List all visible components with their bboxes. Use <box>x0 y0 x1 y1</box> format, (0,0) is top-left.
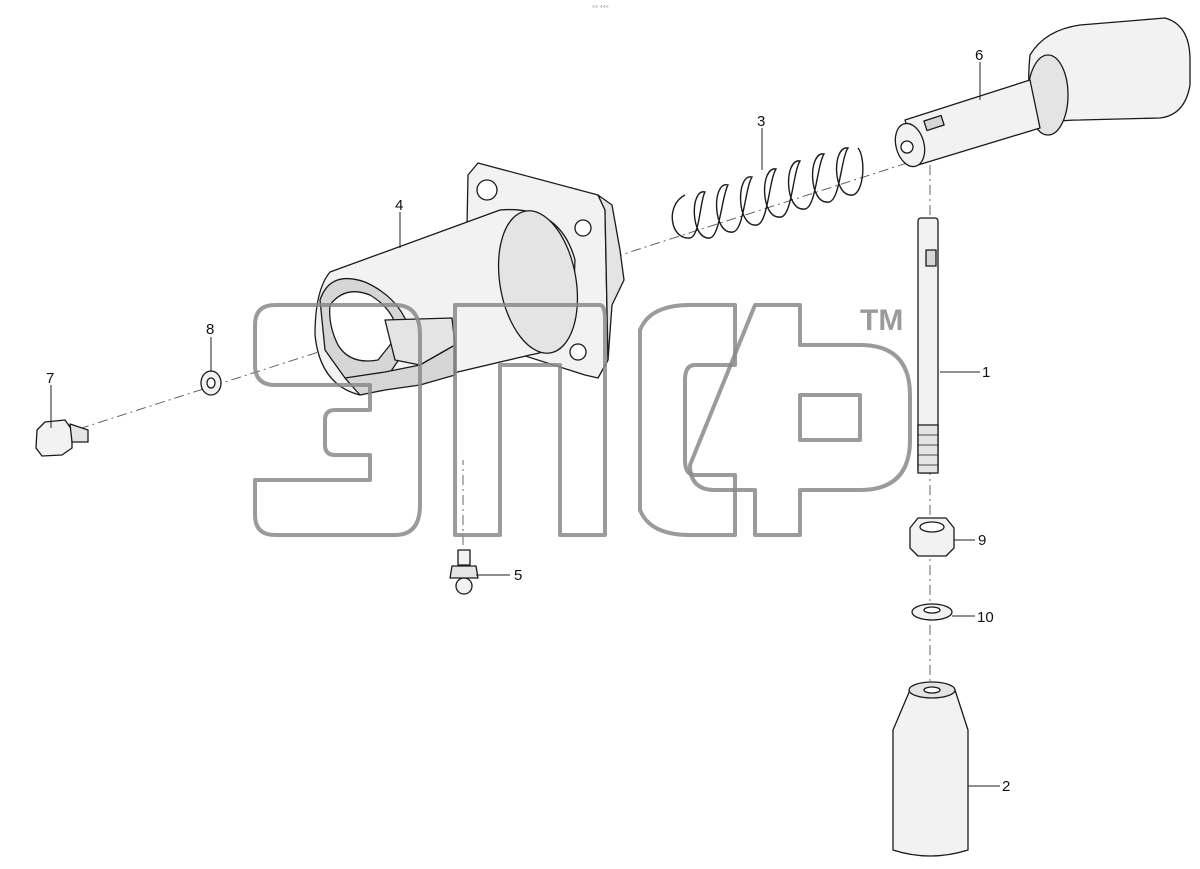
callout-1: 1 <box>982 364 990 381</box>
watermark-logo: TM <box>253 303 912 537</box>
callout-4: 4 <box>395 197 403 214</box>
housing-part-4 <box>314 162 625 396</box>
callout-6: 6 <box>975 47 983 64</box>
washer-part-10 <box>911 603 953 621</box>
watermark-tm: TM <box>860 304 903 337</box>
nut-part-9 <box>909 517 955 557</box>
callout-5: 5 <box>514 567 522 584</box>
callout-7: 7 <box>46 370 54 387</box>
rod-part-1 <box>917 217 939 474</box>
fitting-part-5 <box>449 549 479 595</box>
plunger-part-6 <box>894 17 1191 168</box>
top-note: °° °°° <box>592 5 609 12</box>
callout-10: 10 <box>977 609 994 626</box>
callout-2: 2 <box>1002 778 1010 795</box>
callout-3: 3 <box>757 113 765 130</box>
spring-part-3 <box>671 147 864 239</box>
knob-part-2 <box>892 681 969 857</box>
washer-part-8 <box>200 370 222 396</box>
bolt-part-7 <box>35 419 89 457</box>
leader-lines <box>50 62 1000 787</box>
callout-8: 8 <box>206 321 214 338</box>
callouts: 1 2 3 4 5 6 7 8 9 10 <box>46 47 1010 795</box>
callout-9: 9 <box>978 532 986 549</box>
